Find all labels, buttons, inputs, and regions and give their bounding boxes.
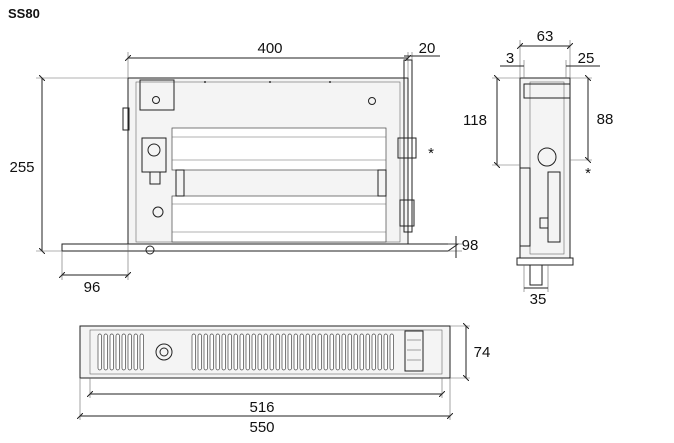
dim-front-pipe: 20	[419, 40, 436, 57]
dim-side-bottom: 35	[530, 291, 547, 308]
grille-slot	[359, 333, 364, 371]
grille-slot	[209, 333, 214, 371]
grille-slot	[311, 333, 316, 371]
dim-front-height: 255	[9, 159, 34, 176]
grille-slot	[323, 333, 328, 371]
dim-plan-outer: 550	[249, 419, 274, 436]
grille-slot	[287, 333, 292, 371]
grille-slot	[335, 333, 340, 371]
grille-slot	[103, 333, 108, 371]
model-title: SS80	[8, 6, 40, 21]
left-grille	[97, 333, 144, 371]
grille-slot	[127, 333, 132, 371]
grille-slot	[139, 333, 144, 371]
grille-slot	[305, 333, 310, 371]
grille-slot	[233, 333, 238, 371]
grille-slot	[121, 333, 126, 371]
grille-slot	[245, 333, 250, 371]
grille-slot	[341, 333, 346, 371]
dim-front-plinth: 98	[462, 237, 479, 254]
dim-front-width: 400	[257, 40, 282, 57]
side-asterisk: *	[585, 165, 591, 182]
grille-slot	[299, 333, 304, 371]
grille-slot	[263, 333, 268, 371]
plan-view: 516 550 74	[80, 326, 490, 436]
grille-slot	[221, 333, 226, 371]
grille-slot	[389, 333, 394, 371]
dim-plan-inner: 516	[249, 399, 274, 416]
grille-slot	[133, 333, 138, 371]
grille-slot	[347, 333, 352, 371]
grille-slot	[365, 333, 370, 371]
grille-slot	[239, 333, 244, 371]
dim-side-right: 25	[578, 50, 595, 67]
dim-front-offset: 96	[84, 279, 101, 296]
dim-side-right-height: 88	[597, 111, 614, 128]
grille-slot	[293, 333, 298, 371]
grille-slot	[197, 333, 202, 371]
grille-slot	[383, 333, 388, 371]
dim-side-left: 3	[506, 50, 514, 67]
front-view: 400 20 255 96 98 *	[9, 40, 478, 296]
dim-plan-depth: 74	[474, 344, 491, 361]
grille-slot	[257, 333, 262, 371]
grille-slot	[281, 333, 286, 371]
grille-slot	[115, 333, 120, 371]
grille-slot	[251, 333, 256, 371]
grille-slot	[371, 333, 376, 371]
grille-slot	[329, 333, 334, 371]
grille-slot	[317, 333, 322, 371]
grille-slot	[109, 333, 114, 371]
dim-side-total: 63	[537, 28, 554, 45]
dim-side-left-height: 118	[463, 112, 487, 129]
grille-slot	[275, 333, 280, 371]
grille-slot	[215, 333, 220, 371]
grille-slot	[203, 333, 208, 371]
grille-slot	[353, 333, 358, 371]
grille-slot	[97, 333, 102, 371]
side-view: 63 3 25 118 88 35 *	[463, 28, 613, 308]
grille-slot	[191, 333, 196, 371]
grille-slot	[377, 333, 382, 371]
front-asterisk: *	[428, 145, 434, 162]
grille-slot	[269, 333, 274, 371]
main-grille	[191, 333, 394, 371]
grille-slot	[227, 333, 232, 371]
